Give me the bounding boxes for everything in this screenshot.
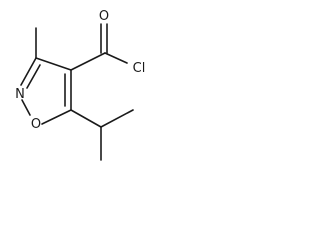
bond-c5-ch xyxy=(70,109,102,128)
bond-c3-c4 xyxy=(35,57,72,71)
structure-diagram: N O O Cl xyxy=(15,9,146,161)
atom-label-carbonyl-oxygen: O xyxy=(99,9,109,24)
atom-label-chlorine: Cl xyxy=(133,61,146,76)
bond-o1-n2 xyxy=(21,99,31,116)
bond-carbonyl-cl xyxy=(104,52,128,64)
atom-label-ring-oxygen: O xyxy=(31,117,41,132)
bond-c5-o1 xyxy=(41,109,72,125)
atom-label-nitrogen: N xyxy=(15,87,25,102)
bond-n2-c3 xyxy=(20,57,37,86)
bond-n2-c3-inner xyxy=(26,64,41,89)
bond-c4-carbonyl xyxy=(70,52,106,71)
bond-ch-me1 xyxy=(100,109,134,128)
